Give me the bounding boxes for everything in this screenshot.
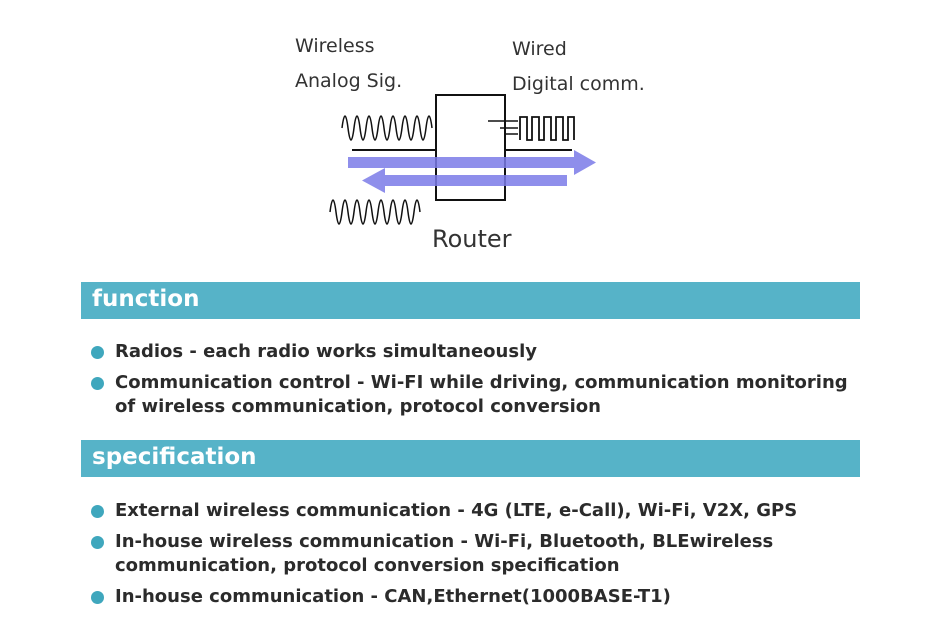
digital-comm-label: Digital comm. (512, 73, 645, 95)
analog-signal-label: Analog Sig. (295, 70, 403, 92)
function-item: Communication control - Wi-FI while driv… (91, 371, 851, 419)
wired-label: Wired (512, 38, 567, 60)
arrow-right (348, 150, 596, 175)
bullet-icon (91, 377, 104, 390)
specification-item: External wireless communication - 4G (LT… (91, 499, 851, 523)
digital-wave (519, 116, 575, 141)
function-header: function (81, 282, 860, 319)
specification-header: specification (81, 440, 860, 477)
bullet-icon (91, 591, 104, 604)
function-item: Radios - each radio works simultaneously (91, 340, 851, 364)
bullet-icon (91, 346, 104, 359)
analog-wave-lower (329, 199, 421, 225)
specification-item: In-house wireless communication - Wi-Fi,… (91, 530, 851, 578)
arrow-left (362, 168, 567, 193)
specification-list: External wireless communication - 4G (LT… (91, 499, 851, 616)
bullet-icon (91, 505, 104, 518)
function-list: Radios - each radio works simultaneously… (91, 340, 851, 426)
specification-title: specification (92, 444, 257, 470)
bullet-icon (91, 536, 104, 549)
specification-item: In-house communication - CAN,Ethernet(10… (91, 585, 851, 609)
analog-wave-upper (341, 115, 433, 141)
router-label: Router (432, 225, 512, 253)
function-title: function (92, 286, 200, 312)
wireless-label: Wireless (295, 35, 375, 57)
diagram-graphics (329, 94, 596, 225)
router-box (435, 94, 506, 201)
router-diagram: Wireless Analog Sig. Wired Digital comm.… (0, 0, 949, 270)
